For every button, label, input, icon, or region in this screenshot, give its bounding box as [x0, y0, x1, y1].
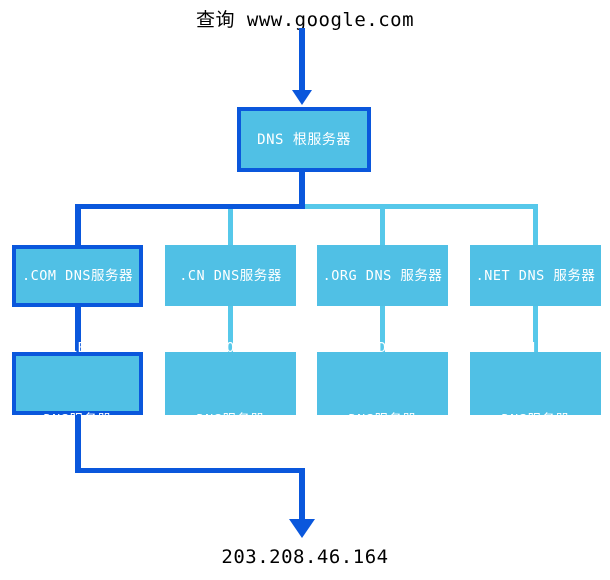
tld-net-label: .NET DNS 服务器	[475, 267, 596, 284]
connector-net-to-csdn	[533, 306, 538, 352]
tld-org-label: .ORG DNS 服务器	[322, 267, 443, 284]
connector-to-com	[75, 209, 81, 245]
result-connector-horizontal	[75, 468, 305, 473]
branch-line-active	[75, 204, 305, 209]
auth-wikipedia-line2: DNS服务器	[348, 411, 417, 428]
query-label: 查询 www.google.com	[195, 9, 415, 31]
auth-csdn-line2: DNS服务器	[501, 411, 570, 428]
tld-cn-label: .CN DNS服务器	[179, 267, 282, 284]
root-down-connector	[299, 172, 305, 209]
connector-com-to-google	[75, 307, 81, 352]
root-server-box: DNS 根服务器	[237, 107, 371, 172]
query-arrow-shaft	[299, 28, 305, 90]
result-connector-vertical1	[75, 415, 81, 468]
tld-box-net: .NET DNS 服务器	[470, 245, 601, 306]
auth-amazon-line2: DNS服务器	[196, 411, 265, 428]
auth-box-google: GOOGLE.COM DNS服务器	[12, 340, 143, 428]
result-connector-vertical2	[299, 473, 305, 520]
auth-box-amazon: AMAZON.CN DNS服务器	[165, 340, 296, 428]
result-ip-label: 203.208.46.164	[221, 546, 389, 568]
tld-box-com: .COM DNS服务器	[12, 245, 143, 307]
auth-wikipedia-line1: WIKIPEDIA.ORG	[326, 339, 439, 356]
auth-box-wikipedia: WIKIPEDIA.ORG DNS服务器	[317, 340, 448, 428]
connector-to-net	[533, 209, 538, 245]
arrow-down-icon	[292, 90, 312, 105]
tld-com-label: .COM DNS服务器	[21, 268, 134, 284]
connector-to-cn	[228, 209, 233, 245]
tld-box-org: .ORG DNS 服务器	[317, 245, 448, 306]
connector-org-to-wikipedia	[380, 306, 385, 352]
auth-google-line1: GOOGLE.COM	[34, 339, 121, 356]
auth-box-csdn: CSDN.NET DNS服务器	[470, 340, 601, 428]
connector-cn-to-amazon	[228, 306, 233, 352]
branch-line	[305, 204, 538, 209]
connector-to-org	[380, 209, 385, 245]
tld-box-cn: .CN DNS服务器	[165, 245, 296, 306]
auth-amazon-line1: AMAZON.CN	[191, 339, 270, 356]
auth-csdn-line1: CSDN.NET	[500, 339, 571, 356]
root-server-label: DNS 根服务器	[257, 131, 351, 148]
result-arrow-down-icon	[289, 519, 315, 538]
